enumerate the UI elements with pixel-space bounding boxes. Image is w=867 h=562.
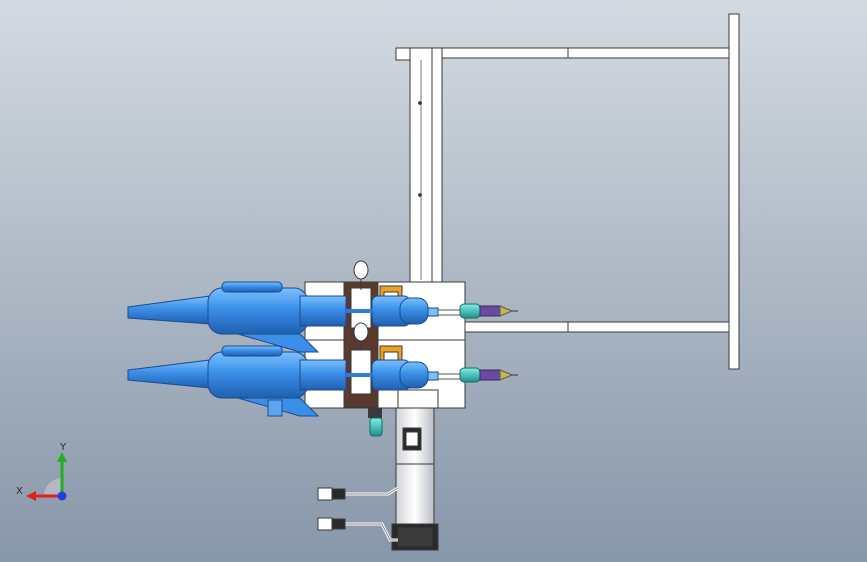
cables <box>345 486 399 542</box>
triad-y-label: Y <box>60 442 67 453</box>
nozzle-tip-lower <box>427 367 518 383</box>
servo-motor <box>391 407 439 551</box>
fitting-teal <box>368 408 383 437</box>
xyz-triad-icon <box>26 452 67 501</box>
connectors <box>317 487 346 531</box>
spray-gun-lower <box>127 345 429 417</box>
frame <box>395 13 740 370</box>
sensors <box>353 260 369 350</box>
nozzle-tip-upper <box>427 303 518 319</box>
triad-x-label: X <box>16 486 23 497</box>
spray-gun-upper <box>127 281 429 353</box>
